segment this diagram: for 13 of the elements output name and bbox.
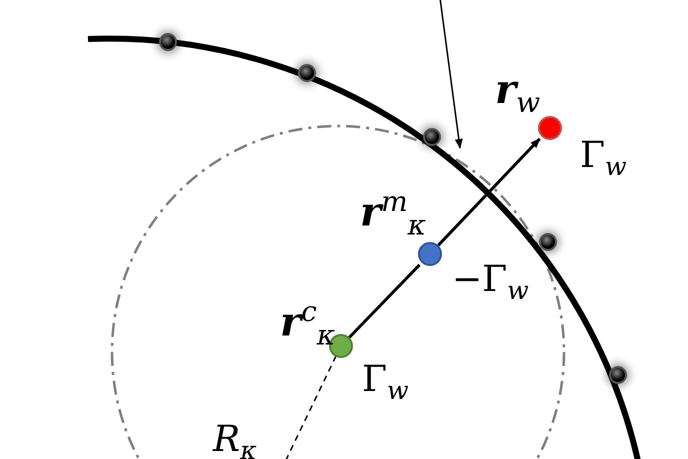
circulation-label: Γ$_{w}$ (362, 362, 409, 404)
vortex-point (298, 64, 316, 82)
point-marker (418, 242, 442, 266)
radius-label: R$_{κ}$ (213, 422, 257, 459)
vortex-point (423, 128, 441, 146)
arrow (437, 138, 541, 246)
circulation-label: Γ$_{w}$ (580, 138, 627, 180)
vortex-point (609, 366, 627, 384)
point-marker (538, 116, 562, 140)
vortex-point (539, 233, 557, 251)
circulation-label: −Γ$_{w}$ (452, 262, 529, 304)
vortex-point (159, 33, 177, 51)
position-label: r$_{w}$ (495, 70, 540, 117)
